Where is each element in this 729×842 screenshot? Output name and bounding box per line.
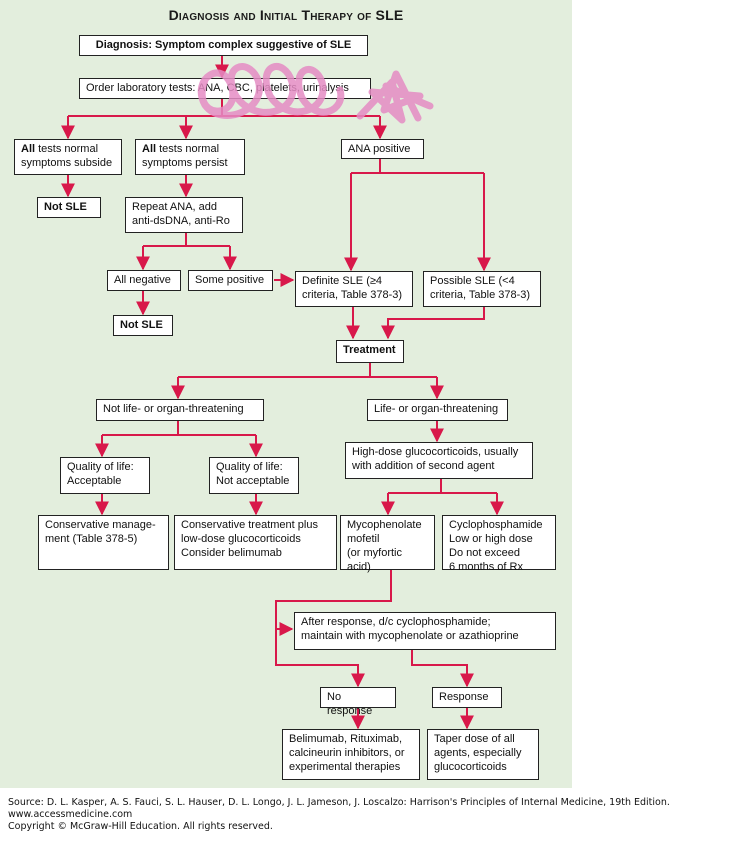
node-definite-sle: Definite SLE (≥4 criteria, Table 378-3) [295, 271, 413, 307]
persist-text: tests normal symptoms persist [142, 143, 228, 169]
node-qol-not-acceptable: Quality of life: Not acceptable [209, 457, 299, 494]
node-all-normal-persist: All tests normal symptoms persist [135, 139, 245, 175]
flowchart-panel [0, 0, 572, 788]
footer-source: Source: D. L. Kasper, A. S. Fauci, S. L.… [8, 797, 670, 808]
node-not-sle-2: Not SLE [113, 315, 173, 336]
node-conservative-treatment: Conservative treatment plus low-dose glu… [174, 515, 337, 570]
arrow-high-dose-branch [388, 479, 497, 494]
node-response: Response [432, 687, 502, 708]
arrow-ana-to-split [351, 158, 484, 174]
node-not-sle-1: Not SLE [37, 197, 101, 218]
arrow-not-life-branch [102, 421, 256, 436]
node-conservative-management: Conservative manage- ment (Table 378-5) [38, 515, 169, 570]
bold-all-label: All [142, 143, 157, 155]
node-all-negative: All negative [107, 270, 181, 291]
node-possible-sle: Possible SLE (<4 criteria, Table 378-3) [423, 271, 541, 307]
arrow-repeat-branch [143, 232, 230, 247]
footer-url: www.accessmedicine.com [8, 809, 133, 820]
node-diagnosis: Diagnosis: Symptom complex suggestive of… [79, 35, 368, 56]
chart-title: Diagnosis and Initial Therapy of SLE [168, 7, 404, 23]
node-no-response: No response [320, 687, 396, 717]
arrow-treatment-branch [178, 362, 437, 378]
node-life-threatening: Life- or organ-threatening [367, 399, 508, 421]
node-qol-acceptable: Quality of life: Acceptable [60, 457, 150, 494]
footer: Source: D. L. Kasper, A. S. Fauci, S. L.… [8, 797, 670, 833]
footer-copyright: Copyright © McGraw-Hill Education. All r… [8, 821, 273, 832]
arrow-possible-to-treatment [381, 307, 485, 340]
node-belimumab: Belimumab, Rituximab, calcineurin inhibi… [282, 729, 420, 780]
node-some-positive: Some positive [188, 270, 273, 291]
subside-text: tests normal symptoms subside [21, 143, 113, 169]
node-mycophenolate: Mycophenolate mofetil (or myfortic acid) [340, 515, 435, 573]
node-all-normal-subside: All tests normal symptoms subside [14, 139, 122, 175]
node-ana-positive: ANA positive [341, 139, 424, 159]
node-treatment: Treatment [336, 340, 404, 363]
node-not-life-threatening: Not life- or organ-threatening [96, 399, 264, 421]
node-taper: Taper dose of all agents, especially glu… [427, 729, 539, 780]
node-repeat-ana: Repeat ANA, add anti-dsDNA, anti-Ro [125, 197, 243, 233]
node-high-dose: High-dose glucocorticoids, usually with … [345, 442, 533, 479]
node-after-response: After response, d/c cyclophosphamide; ma… [294, 612, 556, 650]
arrow-myco-loop [275, 569, 392, 688]
node-cyclophosphamide: Cyclophosphamide Low or high dose Do not… [442, 515, 556, 573]
arrow-after-branch [411, 650, 474, 688]
bold-all-label: All [21, 143, 36, 155]
